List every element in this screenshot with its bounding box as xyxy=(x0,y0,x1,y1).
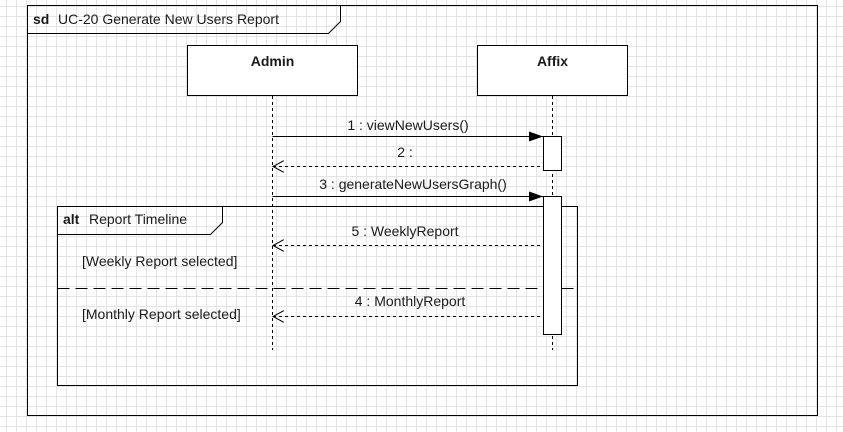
alt-fragment-keyword: alt xyxy=(63,211,80,227)
sd-frame: sd UC-20 Generate New Users Report xyxy=(27,5,818,416)
message-1-label: 1 : viewNewUsers() xyxy=(347,117,468,133)
message-4-label: 4 : MonthlyReport xyxy=(355,293,466,309)
lifeline-affix-head[interactable] xyxy=(477,45,628,96)
lifeline-admin[interactable]: Admin xyxy=(187,45,358,351)
message-5-label: 5 : WeeklyReport xyxy=(351,223,458,239)
message-3-label: 3 : generateNewUsersGraph() xyxy=(319,176,507,192)
lifeline-admin-label: Admin xyxy=(251,53,295,69)
lifeline-affix-label: Affix xyxy=(537,53,568,69)
alt-fragment: alt Report Timeline [Weekly Report selec… xyxy=(57,206,578,386)
message-4[interactable]: 4 : MonthlyReport xyxy=(273,293,543,317)
alt-fragment-name: Report Timeline xyxy=(89,211,187,227)
lifeline-admin-head[interactable] xyxy=(187,45,358,96)
alt-guard-weekly: [Weekly Report selected] xyxy=(82,253,237,269)
activation-bar-2 xyxy=(543,196,562,335)
message-5[interactable]: 5 : WeeklyReport xyxy=(273,223,543,246)
message-2[interactable]: 2 : xyxy=(273,144,543,167)
sd-frame-keyword: sd xyxy=(33,11,49,27)
activation-bar-1 xyxy=(543,136,562,171)
sd-frame-title: UC-20 Generate New Users Report xyxy=(58,11,279,27)
message-1[interactable]: 1 : viewNewUsers() xyxy=(272,117,544,142)
message-2-label: 2 : xyxy=(397,144,413,160)
message-3[interactable]: 3 : generateNewUsersGraph() xyxy=(272,176,544,202)
alt-guard-monthly: [Monthly Report selected] xyxy=(82,306,241,322)
